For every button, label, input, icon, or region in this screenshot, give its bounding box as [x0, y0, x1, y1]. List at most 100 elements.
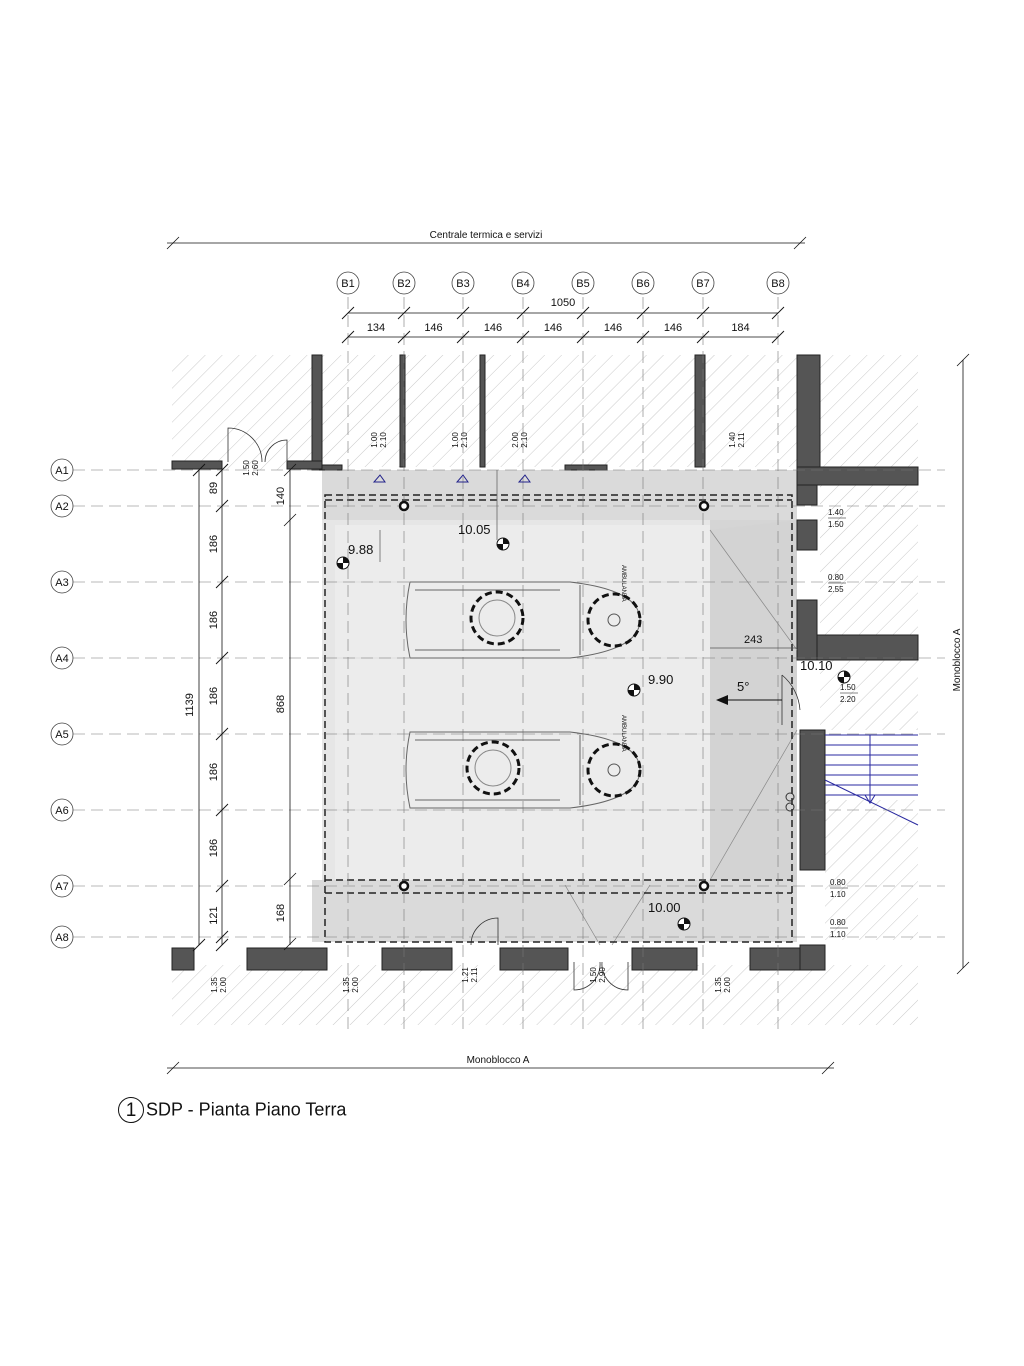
opening-size: 1.40 — [728, 432, 737, 448]
vehicle-label: AMBULANZA — [620, 565, 626, 602]
level-mark — [336, 556, 350, 570]
slope-label: 5° — [737, 679, 749, 694]
level-mark — [837, 670, 851, 684]
opening-size: 2.90 — [598, 967, 607, 983]
row-axis-bubble — [50, 458, 74, 482]
dim-right-overall — [956, 353, 970, 975]
vehicle-label: AMBULANZA — [620, 715, 626, 752]
walls — [171, 354, 919, 971]
opening-size: 1.50 — [840, 683, 856, 692]
row-axis-label: A7 — [55, 881, 68, 893]
column-axis-bubble — [392, 271, 416, 295]
dim-total-top: 1050 — [551, 297, 575, 309]
column-axis-label: B3 — [456, 278, 469, 290]
row-axis-bubble — [50, 494, 74, 518]
opening-size: 1.00 — [370, 432, 379, 448]
opening-size: 1.10 — [830, 890, 846, 899]
pillars — [398, 500, 710, 892]
opening-size: 1.35 — [342, 977, 351, 993]
dim-left-segment: 186 — [208, 611, 220, 629]
dim-top-label: Centrale termica e servizi — [430, 230, 543, 241]
dim-top-segment: 146 — [604, 322, 622, 334]
dim-inner-left — [283, 463, 297, 951]
dim-top-segment: 146 — [484, 322, 502, 334]
dim-top-segment: 134 — [367, 322, 385, 334]
dim-bottom-label: Monoblocco A — [467, 1055, 530, 1066]
level-mark — [677, 917, 691, 931]
row-axis-bubble — [50, 570, 74, 594]
opening-size: 2.10 — [379, 432, 388, 448]
opening-size: 2.55 — [828, 585, 844, 594]
dim-top-segment: 146 — [424, 322, 442, 334]
column-axis-bubble — [691, 271, 715, 295]
column-axis-bubble — [766, 271, 790, 295]
column-axis-label: B4 — [516, 278, 529, 290]
column-axis-bubble — [631, 271, 655, 295]
level-label: 10.10 — [800, 658, 833, 673]
row-axis-label: A6 — [55, 805, 68, 817]
opening-size: 1.35 — [210, 977, 219, 993]
row-axis-bubble — [50, 722, 74, 746]
row-axis-label: A5 — [55, 729, 68, 741]
dim-total-left: 1139 — [184, 693, 196, 717]
row-axis-label: A3 — [55, 577, 68, 589]
ambulance-2: AMBULANZA — [405, 715, 642, 809]
column-axis-bubble — [511, 271, 535, 295]
drain-symbol — [785, 792, 795, 812]
drawing-title-text: SDP - Pianta Piano Terra — [146, 1099, 347, 1120]
opening-size: 2.00 — [723, 977, 732, 993]
dim-top-segment: 184 — [731, 322, 749, 334]
dim-bottom-overall — [166, 1061, 835, 1075]
row-axis-bubble — [50, 925, 74, 949]
door-swings — [227, 427, 801, 991]
column-axis-label: B1 — [341, 278, 354, 290]
opening-size: 2.20 — [840, 695, 856, 704]
opening-size: 0.80 — [828, 573, 844, 582]
dim-top-segment: 146 — [664, 322, 682, 334]
level-mark — [496, 537, 510, 551]
column-axis-bubble — [571, 271, 595, 295]
dim-inner-left-bottom: 168 — [275, 904, 287, 922]
drawing-number: 1 — [118, 1097, 144, 1123]
opening-size: 1.21 — [461, 967, 470, 983]
opening-size: 1.00 — [451, 432, 460, 448]
opening-size: 1.50 — [828, 520, 844, 529]
opening-size: 2.10 — [520, 432, 529, 448]
dim-left-segment: 121 — [208, 906, 220, 924]
column-axis-bubble — [336, 271, 360, 295]
row-axis-label: A8 — [55, 932, 68, 944]
opening-size: 1.50 — [589, 967, 598, 983]
dim-left-segment: 186 — [208, 763, 220, 781]
column-axis-bubble — [451, 271, 475, 295]
dim-left-segment: 186 — [208, 687, 220, 705]
dim-inner-left-top: 140 — [275, 487, 287, 505]
level-mark — [627, 683, 641, 697]
hatched-surroundings — [172, 355, 918, 1025]
column-axis-label: B2 — [397, 278, 410, 290]
opening-size: 2.60 — [251, 460, 260, 476]
opening-size: 2.00 — [219, 977, 228, 993]
opening-size: 2.11 — [470, 967, 479, 983]
row-axis-label: A1 — [55, 465, 68, 477]
column-axis-label: B7 — [696, 278, 709, 290]
dim-right-gap: 243 — [744, 634, 762, 646]
opening-size: 2.10 — [460, 432, 469, 448]
dim-right-label: Monoblocco A — [952, 628, 963, 691]
opening-size: 0.80 — [830, 918, 846, 927]
dim-left-segment: 186 — [208, 535, 220, 553]
column-axis-label: B5 — [576, 278, 589, 290]
floor-areas — [312, 470, 797, 942]
column-axis-label: B6 — [636, 278, 649, 290]
vent-markers — [372, 474, 531, 483]
ramp-lines — [564, 529, 798, 946]
dim-inner-left-mid: 868 — [275, 695, 287, 713]
row-axis-bubble — [50, 646, 74, 670]
opening-size: 1.35 — [714, 977, 723, 993]
opening-size: 2.11 — [737, 432, 746, 448]
